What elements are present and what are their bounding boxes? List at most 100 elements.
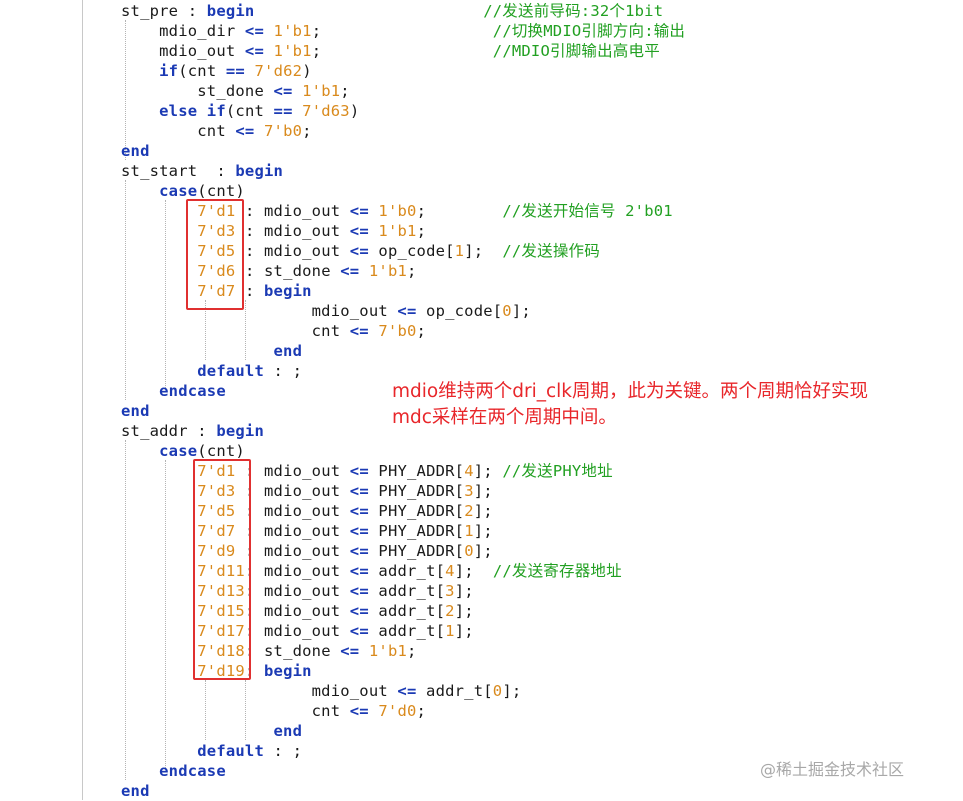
code-line: st_start : begin xyxy=(121,161,283,181)
code-token-op: <= xyxy=(349,582,369,600)
code-token-num: 7'd15 xyxy=(197,602,245,620)
code-token-id: mdio_out xyxy=(121,42,245,60)
code-token-num: 7'd7 xyxy=(197,282,236,300)
code-token-num: 1 xyxy=(445,622,455,640)
code-token-kw: case xyxy=(159,182,198,200)
code-token-num: 7'd19 xyxy=(197,662,245,680)
code-token-id: (cnt) xyxy=(197,442,245,460)
code-token-op: <= xyxy=(349,242,369,260)
code-token-cmt: //发送操作码 xyxy=(502,242,600,260)
code-line: st_addr : begin xyxy=(121,421,264,441)
code-token-id: : st_done xyxy=(235,262,341,280)
code-line: 7'd18: st_done <= 1'b1; xyxy=(121,641,417,661)
code-line: cnt <= 7'b0; xyxy=(121,121,312,141)
code-token-op: <= xyxy=(349,542,369,560)
code-token-id xyxy=(121,502,197,520)
code-token-id: ]; xyxy=(473,482,493,500)
code-token-id: : mdio_out xyxy=(235,222,350,240)
code-line: end xyxy=(121,141,150,161)
code-token-num: 7'd62 xyxy=(254,62,303,80)
code-token-id: ]; xyxy=(464,242,503,260)
code-token-id: ; xyxy=(416,322,427,340)
code-token-kw: begin xyxy=(216,422,264,440)
code-token-id xyxy=(121,662,197,680)
code-token-id: ; xyxy=(311,42,493,60)
code-token-id: : mdio_out xyxy=(244,582,350,600)
code-line: 7'd7 : begin xyxy=(121,281,312,301)
code-line: 7'd1 : mdio_out <= PHY_ADDR[4]; //发送PHY地… xyxy=(121,461,613,481)
code-token-id xyxy=(245,62,255,80)
code-token-num: 1'b1 xyxy=(368,642,408,660)
code-token-kw: default xyxy=(197,742,264,760)
code-line: st_pre : begin //发送前导码:32个1bit xyxy=(121,1,663,21)
code-token-op: <= xyxy=(349,602,369,620)
code-token-cmt: //发送开始信号 2'b01 xyxy=(502,202,673,220)
code-token-id xyxy=(121,342,274,360)
code-token-id: ; xyxy=(302,122,312,140)
code-token-id xyxy=(121,382,159,400)
code-token-num: 7'd17 xyxy=(197,622,245,640)
code-token-id: op_code[ xyxy=(368,242,455,260)
code-token-id xyxy=(359,642,369,660)
code-token-num: 7'd13 xyxy=(197,582,245,600)
code-token-id xyxy=(121,442,159,460)
code-token-id xyxy=(369,322,379,340)
code-token-id xyxy=(264,42,274,60)
code-token-id xyxy=(121,102,159,120)
code-token-id: PHY_ADDR[ xyxy=(368,502,465,520)
code-token-num: 0 xyxy=(464,542,474,560)
code-token-kw: begin xyxy=(264,282,312,300)
code-token-op: <= xyxy=(340,642,360,660)
code-token-id: : mdio_out xyxy=(235,482,350,500)
code-token-num: 7'd18 xyxy=(197,642,245,660)
code-token-id: : mdio_out xyxy=(235,502,350,520)
code-token-cmt: //切换MDIO引脚方向:输出 xyxy=(492,22,686,40)
code-token-kw: begin xyxy=(206,2,255,20)
code-token-cmt: //发送寄存器地址 xyxy=(492,562,622,580)
code-token-id: : xyxy=(235,282,265,300)
code-token-id xyxy=(121,462,197,480)
code-line: cnt <= 7'd0; xyxy=(121,701,426,721)
code-token-id: (cnt xyxy=(178,62,226,80)
code-token-id xyxy=(121,622,197,640)
code-token-kw: end xyxy=(121,142,150,160)
code-token-kw: begin xyxy=(235,162,284,180)
code-token-num: 7'd7 xyxy=(197,522,236,540)
code-token-num: 7'd11 xyxy=(197,562,245,580)
code-token-id: : mdio_out xyxy=(235,542,350,560)
code-token-id xyxy=(121,722,274,740)
code-token-id: : mdio_out xyxy=(235,202,350,220)
code-token-id: addr_t[ xyxy=(416,682,493,700)
code-line: endcase xyxy=(121,761,226,781)
code-token-id xyxy=(254,2,483,20)
code-token-num: 1'b1 xyxy=(368,262,408,280)
code-token-num: 3 xyxy=(445,582,455,600)
code-token-num: 1'b1 xyxy=(273,22,312,40)
code-token-op: <= xyxy=(349,462,369,480)
code-token-id: : mdio_out xyxy=(244,562,350,580)
code-token-op: <= xyxy=(349,222,369,240)
code-token-num: 7'd3 xyxy=(197,222,236,240)
code-token-id xyxy=(121,742,197,760)
code-token-num: 7'd9 xyxy=(197,542,236,560)
annotation-line-2: mdc采样在两个周期中间。 xyxy=(392,407,617,428)
code-token-id: ]; xyxy=(454,582,474,600)
code-line: mdio_out <= addr_t[0]; xyxy=(121,681,522,701)
code-token-id: st_addr : xyxy=(121,422,217,440)
indent-guide xyxy=(245,680,246,740)
code-token-id: st_start : xyxy=(121,162,236,180)
code-token-kw: endcase xyxy=(159,382,226,400)
code-line: cnt <= 7'b0; xyxy=(121,321,426,341)
code-token-num: 7'd5 xyxy=(197,242,236,260)
code-token-id xyxy=(121,362,197,380)
code-token-num: 7'b0 xyxy=(378,322,417,340)
code-line: end xyxy=(121,721,302,741)
indent-guide xyxy=(125,440,126,780)
code-token-id xyxy=(293,82,303,100)
code-token-num: 2 xyxy=(464,502,474,520)
code-token-id: : mdio_out xyxy=(244,602,350,620)
code-token-id: ]; xyxy=(511,302,531,320)
code-token-op: <= xyxy=(349,562,369,580)
code-token-id xyxy=(121,542,197,560)
code-token-id: ; xyxy=(407,642,417,660)
